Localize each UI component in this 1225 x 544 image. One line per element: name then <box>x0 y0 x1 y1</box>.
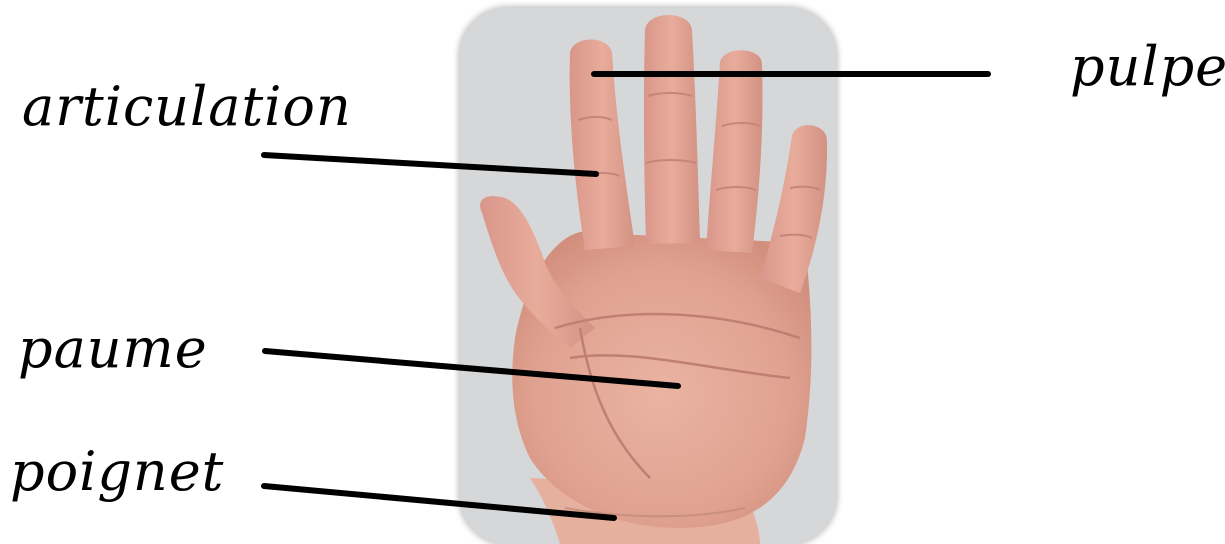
label-paume: paume <box>18 322 208 376</box>
label-articulation: articulation <box>22 80 352 134</box>
paume-leader-line <box>265 351 678 386</box>
poignet-leader-line <box>264 486 614 518</box>
label-poignet: poignet <box>10 445 224 499</box>
articulation-leader-line <box>264 155 596 174</box>
label-pulpe: pulpe <box>1070 40 1225 94</box>
